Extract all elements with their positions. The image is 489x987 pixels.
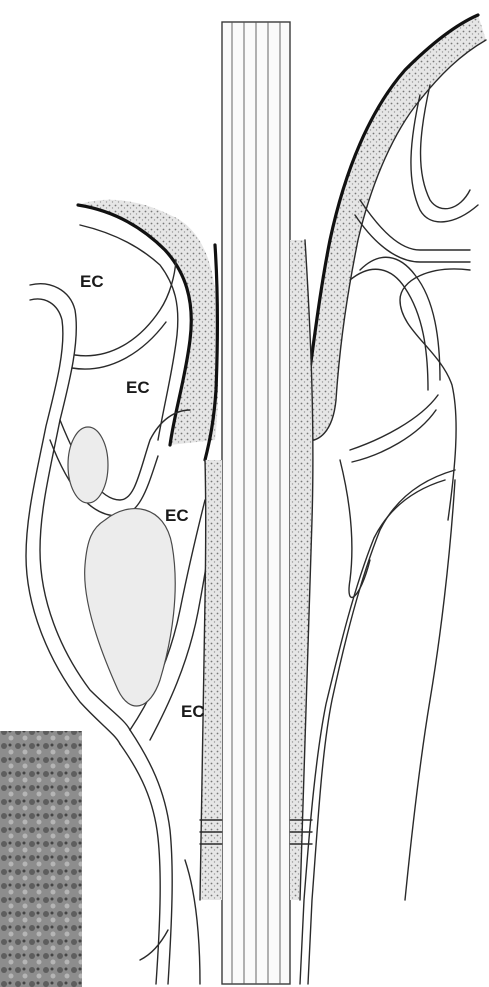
ec-label: EC: [126, 378, 150, 397]
inset-micrograph: [0, 731, 82, 987]
right-stippled-band: [290, 240, 313, 900]
ec-label: EC: [80, 272, 104, 291]
right-epithelium: [300, 15, 486, 441]
ec-label: EC: [181, 702, 205, 721]
left-stippled-band: [200, 460, 222, 900]
left-cells: [68, 427, 175, 706]
ec-label: EC: [165, 506, 189, 525]
left-epithelium: [78, 200, 218, 460]
central-shaft: [222, 22, 290, 984]
right-channels: [300, 85, 478, 984]
